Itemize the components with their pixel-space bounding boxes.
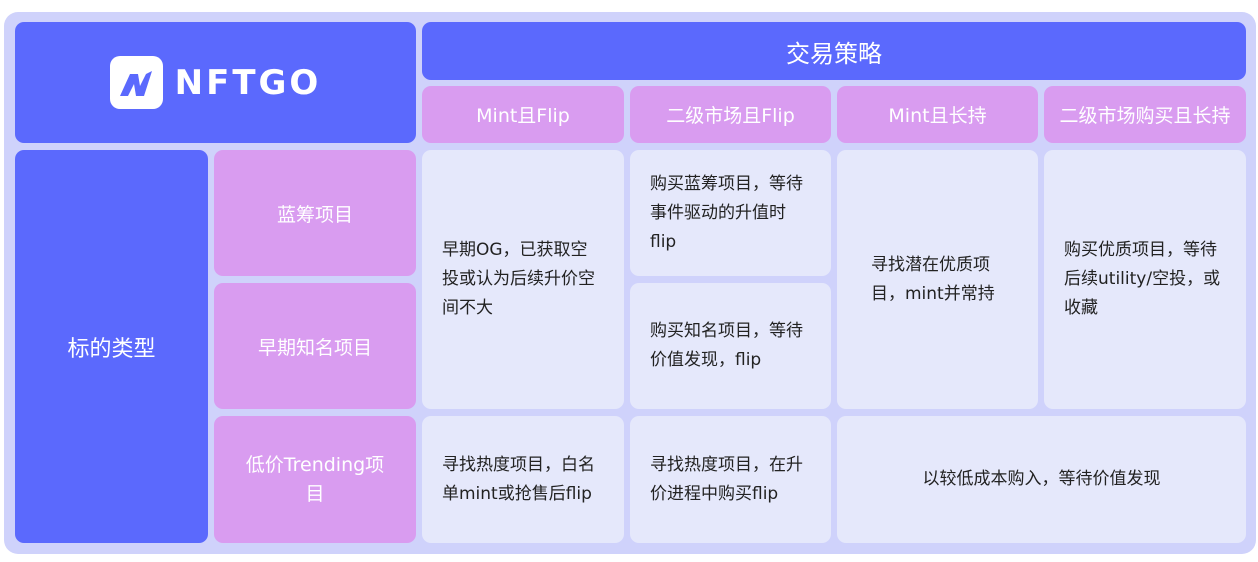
column-header: 二级市场且Flip — [630, 86, 831, 143]
column-header: Mint且Flip — [422, 86, 624, 143]
logo-text: NFTGO — [174, 62, 322, 103]
table-cell: 购买知名项目，等待价值发现，flip — [630, 283, 831, 409]
column-header: 二级市场购买且长持 — [1044, 86, 1246, 143]
table-cell: 寻找热度项目，白名单mint或抢售后flip — [422, 416, 624, 543]
row-header: 蓝筹项目 — [214, 150, 416, 276]
table-cell: 早期OG，已获取空投或认为后续升价空间不大 — [422, 150, 624, 409]
column-header: Mint且长持 — [837, 86, 1038, 143]
row-group-header: 标的类型 — [15, 150, 208, 543]
row-header: 早期知名项目 — [214, 283, 416, 409]
table-cell: 购买蓝筹项目，等待事件驱动的升值时flip — [630, 150, 831, 276]
table-cell: 以较低成本购入，等待价值发现 — [837, 416, 1246, 543]
table-cell: 寻找潜在优质项目，mint并常持 — [837, 150, 1038, 409]
nftgo-logo: NFTGO — [109, 56, 322, 109]
row-header: 低价Trending项目 — [214, 416, 416, 543]
table-cell: 购买优质项目，等待后续utility/空投，或收藏 — [1044, 150, 1246, 409]
table-cell: 寻找热度项目，在升价进程中购买flip — [630, 416, 831, 543]
header-title: 交易策略 — [422, 22, 1246, 80]
logo-cell: NFTGO — [15, 22, 416, 143]
nftgo-logo-icon — [109, 56, 163, 109]
